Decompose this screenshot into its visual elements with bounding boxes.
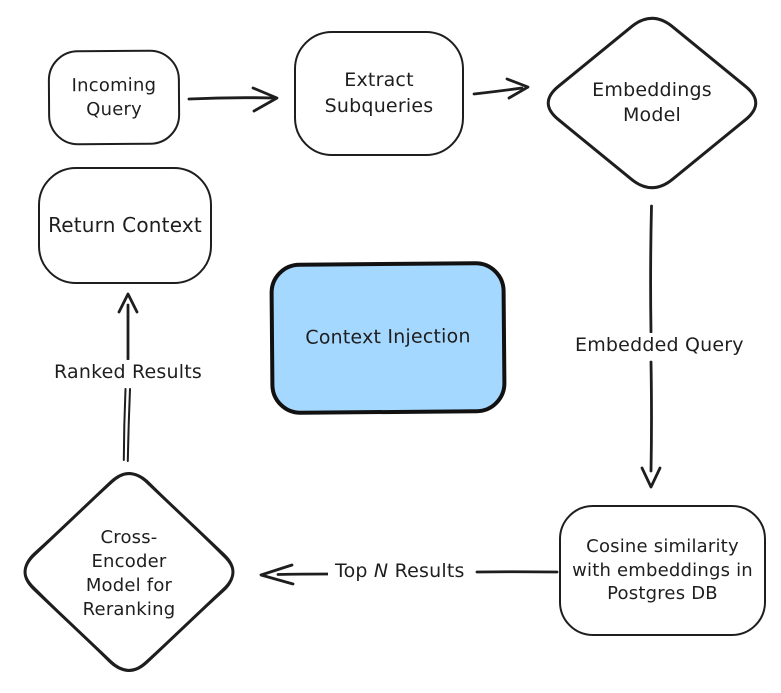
arrow-cross-to-return-lower-a — [122, 388, 127, 461]
node-cross-encoder-label: Cross- Encoder Model for Reranking — [82, 526, 176, 621]
node-embeddings-model-label: Embeddings Model — [592, 78, 712, 126]
edge-label-embedded-query: Embedded Query — [568, 333, 751, 357]
edge-label-top-n-prefix: Top — [335, 560, 374, 582]
cross-encoder-diamond-sketch-echo — [24, 472, 234, 672]
edge-label-top-n-suffix: Results — [388, 560, 465, 582]
edge-label-top-n-variable: N — [373, 560, 389, 582]
arrow-cosine-to-cross-head — [259, 563, 295, 586]
arrow-extract-to-embeddings-head — [505, 77, 530, 100]
edge-label-ranked-results: Ranked Results — [47, 360, 209, 384]
arrow-incoming-to-extract-head — [251, 86, 279, 113]
node-return-context: Return Context — [38, 167, 212, 284]
node-cosine-similarity: Cosine similarity with embeddings in Pos… — [559, 505, 766, 636]
node-context-injection: Context Injection — [269, 260, 507, 416]
node-incoming-query: Incoming Query — [47, 49, 181, 146]
node-extract-subqueries: Extract Subqueries — [294, 31, 464, 156]
arrow-cross-to-return-head — [117, 292, 139, 314]
arrow-embeddings-to-cosine-lower — [649, 360, 653, 473]
arrow-extract-to-embeddings — [472, 86, 524, 96]
arrow-incoming-to-extract — [187, 96, 275, 101]
arrow-cosine-to-cross-left — [276, 572, 332, 576]
arrow-cross-to-return-lower-b — [126, 388, 131, 462]
arrow-embeddings-to-cosine-upper — [649, 204, 653, 334]
arrow-embeddings-to-cosine-head — [640, 466, 662, 489]
edge-label-top-n-results: Top N Results — [328, 559, 472, 583]
embeddings-model-diamond-sketch-echo — [547, 17, 757, 189]
